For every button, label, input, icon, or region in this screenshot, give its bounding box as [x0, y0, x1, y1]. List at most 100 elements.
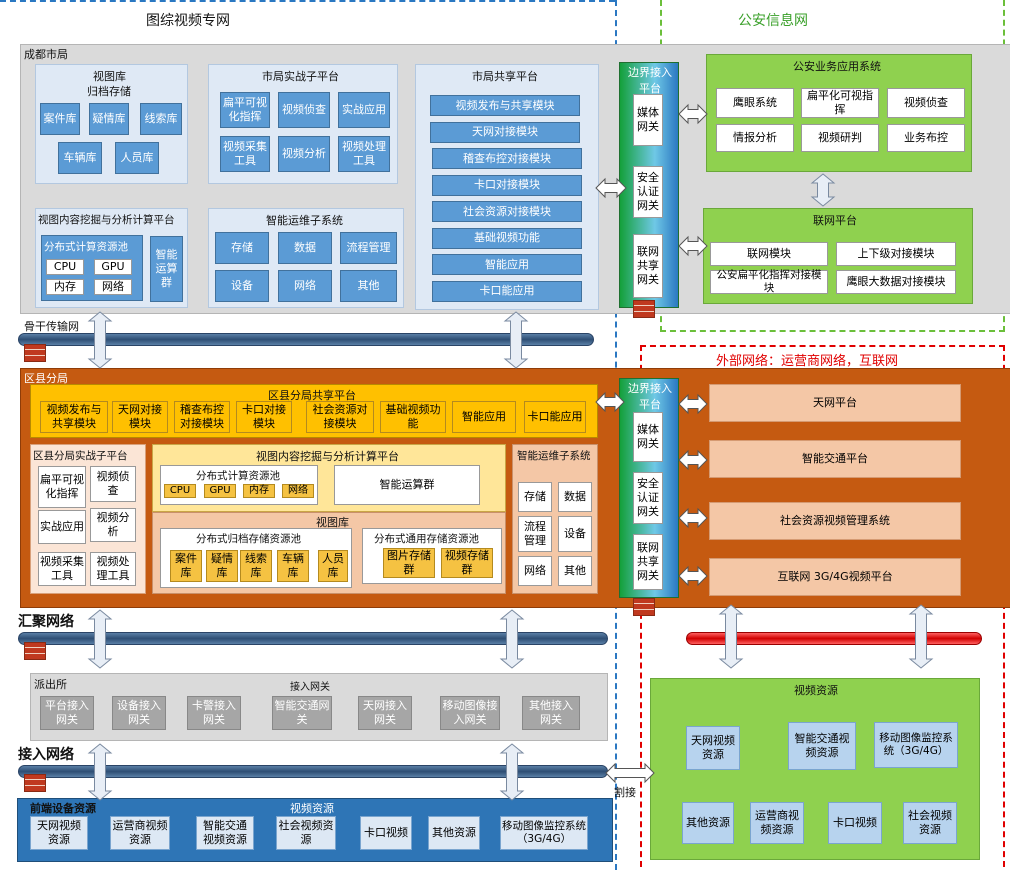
district-share-item-4[interactable]: 社会资源对接模块: [306, 401, 374, 433]
district-lib-case[interactable]: 案件库: [170, 550, 202, 582]
frontend-resource-6[interactable]: 移动图像监控系统（3G/4G）: [500, 816, 588, 850]
city-lib-case[interactable]: 案件库: [40, 103, 80, 135]
district-combat-investigation[interactable]: 视频侦查: [90, 466, 136, 502]
city-lib-suspect[interactable]: 疑情库: [89, 103, 129, 135]
district-cell-cpu: CPU: [164, 484, 196, 498]
city-ops-device[interactable]: 设备: [215, 270, 269, 302]
district-ops-other[interactable]: 其他: [558, 556, 592, 586]
frontend-resource-5[interactable]: 其他资源: [428, 816, 480, 850]
ext-video-checkpoint[interactable]: 卡口视频: [828, 802, 882, 844]
police-net-hierarchy[interactable]: 上下级对接模块: [836, 242, 956, 266]
police-control[interactable]: 业务布控: [887, 124, 965, 152]
ext-video-tianwang[interactable]: 天网视频资源: [686, 726, 740, 770]
district-ops-data[interactable]: 数据: [558, 482, 592, 512]
frontend-resource-0[interactable]: 天网视频资源: [30, 816, 88, 850]
city-share-gateway[interactable]: 联网共享网关: [633, 234, 663, 298]
district-ops-network[interactable]: 网络: [518, 556, 552, 586]
city-combat-analysis[interactable]: 视频分析: [278, 136, 330, 172]
police-judgment[interactable]: 视频研判: [801, 124, 879, 152]
frontend-resource-1[interactable]: 运营商视频资源: [110, 816, 170, 850]
police-flat-command[interactable]: 扁平化可视指挥: [801, 88, 879, 118]
station-gateway-3[interactable]: 智能交通网关: [272, 696, 332, 730]
police-video-investigation[interactable]: 视频侦查: [887, 88, 965, 118]
district-share-item-7[interactable]: 卡口能应用: [524, 401, 586, 433]
district-lib-person[interactable]: 人员库: [318, 550, 348, 582]
city-share-item-0[interactable]: 视频发布与共享模块: [430, 95, 580, 116]
city-ops-process[interactable]: 流程管理: [340, 232, 397, 264]
ext-mobile[interactable]: 互联网 3G/4G视频平台: [709, 558, 961, 596]
district-share-item-0[interactable]: 视频发布与共享模块: [40, 401, 108, 433]
ext-video-other[interactable]: 其他资源: [682, 802, 734, 844]
city-ops-other[interactable]: 其他: [340, 270, 397, 302]
district-mining-cluster[interactable]: 智能运算群: [334, 465, 480, 505]
city-lib-clue[interactable]: 线索库: [140, 103, 182, 135]
city-ops-data[interactable]: 数据: [278, 232, 332, 264]
city-security-gateway[interactable]: 安全认证网关: [633, 166, 663, 218]
city-mining-cluster[interactable]: 智能运算群: [150, 236, 183, 302]
city-ops-storage[interactable]: 存储: [215, 232, 269, 264]
district-share-item-1[interactable]: 天网对接模块: [112, 401, 168, 433]
district-combat-analysis[interactable]: 视频分析: [90, 508, 136, 542]
district-cell-gpu: GPU: [204, 484, 236, 498]
district-ops-device[interactable]: 设备: [558, 516, 592, 552]
city-lib-vehicle[interactable]: 车辆库: [58, 142, 102, 174]
frontend-resource-3[interactable]: 社会视频资源: [276, 816, 336, 850]
district-share-item-6[interactable]: 智能应用: [452, 401, 516, 433]
city-share-item-2[interactable]: 稽查布控对接模块: [432, 148, 582, 169]
station-gateway-0[interactable]: 平台接入网关: [40, 696, 94, 730]
district-ops-storage[interactable]: 存储: [518, 482, 552, 512]
district-cell-network: 网络: [282, 484, 314, 498]
ext-video-social[interactable]: 社会视频资源: [903, 802, 957, 844]
police-net-flat[interactable]: 公安扁平化指挥对接模块: [710, 269, 828, 294]
station-gateway-2[interactable]: 卡警接入网关: [187, 696, 241, 730]
city-share-item-5[interactable]: 基础视频功能: [432, 227, 582, 249]
station-gateway-5[interactable]: 移动图像接入网关: [440, 696, 500, 730]
frontend-resource-2[interactable]: 智能交通视频资源: [196, 816, 254, 850]
ext-video-traffic[interactable]: 智能交通视频资源: [788, 722, 856, 770]
district-security-gateway[interactable]: 安全认证网关: [633, 472, 663, 524]
city-lib-person[interactable]: 人员库: [115, 142, 159, 174]
district-share-item-2[interactable]: 稽查布控对接模块: [174, 401, 230, 433]
ext-traffic[interactable]: 智能交通平台: [709, 440, 961, 478]
city-share-item-6[interactable]: 智能应用: [432, 254, 582, 275]
police-net-module[interactable]: 联网模块: [710, 242, 828, 266]
district-lib-suspect[interactable]: 疑情库: [206, 550, 238, 582]
city-share-item-3[interactable]: 卡口对接模块: [432, 174, 582, 196]
ext-social[interactable]: 社会资源视频管理系统: [709, 502, 961, 540]
ext-video-mobile[interactable]: 移动图像监控系统（3G/4G）: [874, 722, 958, 768]
aggregation-pipe: [18, 632, 608, 645]
city-combat-capture-tool[interactable]: 视频采集工具: [220, 136, 270, 172]
police-net-eagle[interactable]: 鹰眼大数据对接模块: [836, 270, 956, 294]
city-share-item-7[interactable]: 卡口能应用: [432, 280, 582, 302]
district-combat-practical[interactable]: 实战应用: [38, 510, 86, 544]
city-ops-network[interactable]: 网络: [278, 270, 332, 302]
police-intel[interactable]: 情报分析: [716, 124, 794, 152]
district-lib-clue[interactable]: 线索库: [240, 550, 272, 582]
district-video-storage[interactable]: 视频存储群: [441, 548, 493, 578]
ext-video-operator[interactable]: 运营商视频资源: [750, 802, 804, 844]
ext-tianwang[interactable]: 天网平台: [709, 384, 961, 422]
city-combat-flat-command[interactable]: 扁平可视化指挥: [220, 92, 270, 128]
frontend-resource-4[interactable]: 卡口视频: [360, 816, 412, 850]
police-eagle-eye[interactable]: 鹰眼系统: [716, 88, 794, 118]
district-combat-processing[interactable]: 视频处理工具: [90, 552, 136, 586]
city-share-item-1[interactable]: 天网对接模块: [430, 121, 580, 143]
district-lib-vehicle[interactable]: 车辆库: [277, 550, 309, 582]
district-share-item-3[interactable]: 卡口对接模块: [236, 401, 292, 433]
station-gateway-6[interactable]: 其他接入网关: [522, 696, 580, 730]
city-share-item-4[interactable]: 社会资源对接模块: [432, 201, 582, 222]
city-media-gateway[interactable]: 媒体网关: [633, 94, 663, 146]
district-combat-capture[interactable]: 视频采集工具: [38, 552, 86, 586]
district-ops-process[interactable]: 流程管理: [518, 516, 552, 552]
district-share-item-5[interactable]: 基础视频功能: [380, 401, 446, 433]
city-combat-video-investigation[interactable]: 视频侦查: [278, 92, 330, 128]
district-share-gateway[interactable]: 联网共享网关: [633, 534, 663, 590]
district-combat-flat[interactable]: 扁平可视化指挥: [38, 466, 86, 508]
district-media-gateway[interactable]: 媒体网关: [633, 412, 663, 462]
district-image-storage[interactable]: 图片存储群: [383, 548, 435, 578]
district-share-title: 区县分局共享平台: [268, 389, 356, 402]
city-combat-practical[interactable]: 实战应用: [338, 92, 390, 128]
city-combat-processing-tool[interactable]: 视频处理工具: [338, 136, 390, 172]
station-gateway-1[interactable]: 设备接入网关: [112, 696, 166, 730]
station-gateway-4[interactable]: 天网接入网关: [358, 696, 412, 730]
